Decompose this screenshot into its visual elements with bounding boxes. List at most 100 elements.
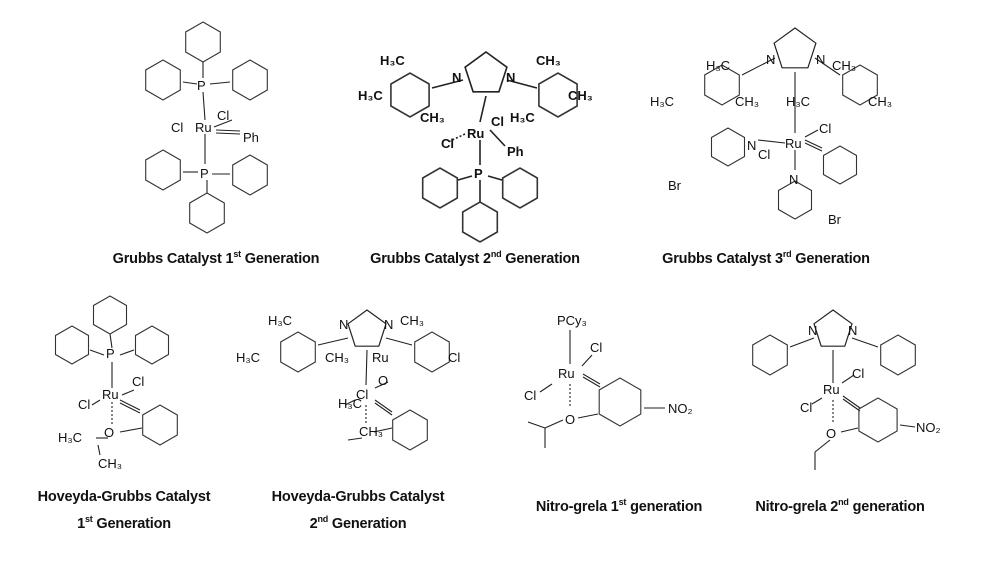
- mesityl-ring: [704, 64, 740, 106]
- bond: [431, 79, 464, 89]
- atom-label: H₃C: [58, 430, 82, 445]
- atom-label: H₃C: [380, 53, 405, 68]
- atom-label: Cl: [217, 108, 229, 123]
- bond: [97, 444, 101, 456]
- atom-label: O: [378, 373, 388, 388]
- bond: [119, 402, 141, 414]
- caption-text: generation: [848, 498, 925, 515]
- atom-label: H₃C: [338, 396, 362, 411]
- bond: [899, 424, 916, 428]
- atom-label: Cl: [800, 400, 812, 415]
- bond: [544, 419, 564, 429]
- cyclohexyl-ring: [145, 149, 181, 191]
- caption-sup: nd: [838, 497, 849, 507]
- bond: [840, 427, 859, 433]
- bond: [182, 81, 198, 85]
- cyclohexyl-ring: [92, 295, 128, 335]
- atom-label: CH₃: [325, 350, 349, 365]
- atom-label: PCy₃: [557, 313, 587, 328]
- imidazolidine-ring: [773, 27, 817, 69]
- atom-label: H₃C: [236, 350, 260, 365]
- bond: [487, 175, 503, 181]
- bond: [841, 374, 855, 384]
- atom-label: H₃C: [706, 58, 730, 73]
- mesityl-ring: [414, 331, 450, 373]
- atom-label: P: [474, 166, 483, 181]
- atom-label: Cl: [590, 340, 602, 355]
- caption-text: generation: [626, 498, 703, 515]
- bond: [527, 421, 546, 429]
- atom-label: Cl: [491, 114, 504, 129]
- bond: [215, 129, 241, 132]
- imidazolidine-ring: [813, 309, 853, 347]
- bond: [577, 413, 599, 419]
- atom-label: Cl: [132, 374, 144, 389]
- atom-label: H₃C: [786, 94, 810, 109]
- caption-text: Grubbs Catalyst 3: [662, 250, 783, 267]
- atom-label: N: [848, 323, 857, 338]
- bond: [804, 142, 823, 152]
- bond: [202, 91, 206, 121]
- bond: [741, 57, 776, 76]
- caption-text: 2: [309, 515, 318, 532]
- bond: [119, 349, 135, 356]
- atom-label: Cl: [171, 120, 183, 135]
- caption-text: Nitro-grela 2: [755, 498, 839, 515]
- caption-text: Hoveyda-Grubbs Catalyst: [271, 489, 445, 505]
- atom-label: N: [384, 317, 393, 332]
- caption-text: Grubbs Catalyst 1: [112, 250, 234, 267]
- caption-text: Hoveyda-Grubbs Catalyst: [37, 489, 211, 505]
- pyridine-ring: [777, 180, 813, 220]
- bond: [89, 349, 105, 356]
- atom-label: N: [452, 70, 461, 85]
- atom-label: CH₃: [400, 313, 424, 328]
- atom-label: CH₃: [735, 94, 759, 109]
- atom-label: Ph: [507, 144, 524, 159]
- caption-grubbs-1: Grubbs Catalyst 1st Generation: [113, 243, 320, 270]
- atom-label: Ph: [243, 130, 259, 145]
- bond: [447, 133, 466, 143]
- caption-text: Grubbs Catalyst 2: [370, 250, 491, 267]
- caption-text: Generation: [92, 515, 171, 532]
- cyclohexyl-ring: [54, 325, 90, 365]
- cyclohexyl-ring: [189, 192, 225, 234]
- atom-label: Ru: [372, 350, 389, 365]
- cyclohexyl-ring: [134, 325, 170, 365]
- bond: [814, 57, 841, 76]
- bond: [804, 139, 823, 149]
- atom-label: N: [506, 70, 515, 85]
- atom-label: NO₂: [916, 420, 941, 435]
- caption-sup: nd: [490, 249, 502, 259]
- bond: [789, 337, 815, 348]
- benzene-ring: [142, 404, 178, 446]
- benzene-ring: [598, 377, 642, 427]
- bond: [215, 132, 241, 135]
- atom-label: Ru: [823, 382, 840, 397]
- bond: [489, 129, 506, 147]
- imidazolidine-ring: [347, 309, 387, 347]
- caption-nitro-grela-1: Nitro-grela 1st generation: [536, 491, 703, 518]
- bond: [91, 399, 101, 406]
- caption-text: 1: [77, 515, 85, 532]
- atom-label: O: [104, 425, 114, 440]
- cyclohexyl-ring: [501, 167, 539, 209]
- caption-text: Generation: [501, 250, 580, 267]
- atom-label: Ru: [785, 136, 802, 151]
- atom-label: CH₃: [98, 456, 122, 471]
- bond: [581, 354, 593, 367]
- bond: [811, 397, 823, 405]
- imidazolidine-ring: [464, 51, 508, 93]
- caption-sup: st: [233, 249, 241, 259]
- pyridine-ring: [710, 127, 746, 167]
- atom-label: O: [826, 426, 836, 441]
- cyclohexyl-ring: [461, 201, 499, 243]
- bond: [374, 399, 393, 413]
- atom-label: Ru: [467, 126, 484, 141]
- bond: [804, 129, 819, 138]
- cyclohexyl-ring: [145, 59, 181, 101]
- atom-label: P: [197, 78, 206, 93]
- atom-label: H₃C: [358, 88, 383, 103]
- atom-label: CH₃: [536, 53, 561, 68]
